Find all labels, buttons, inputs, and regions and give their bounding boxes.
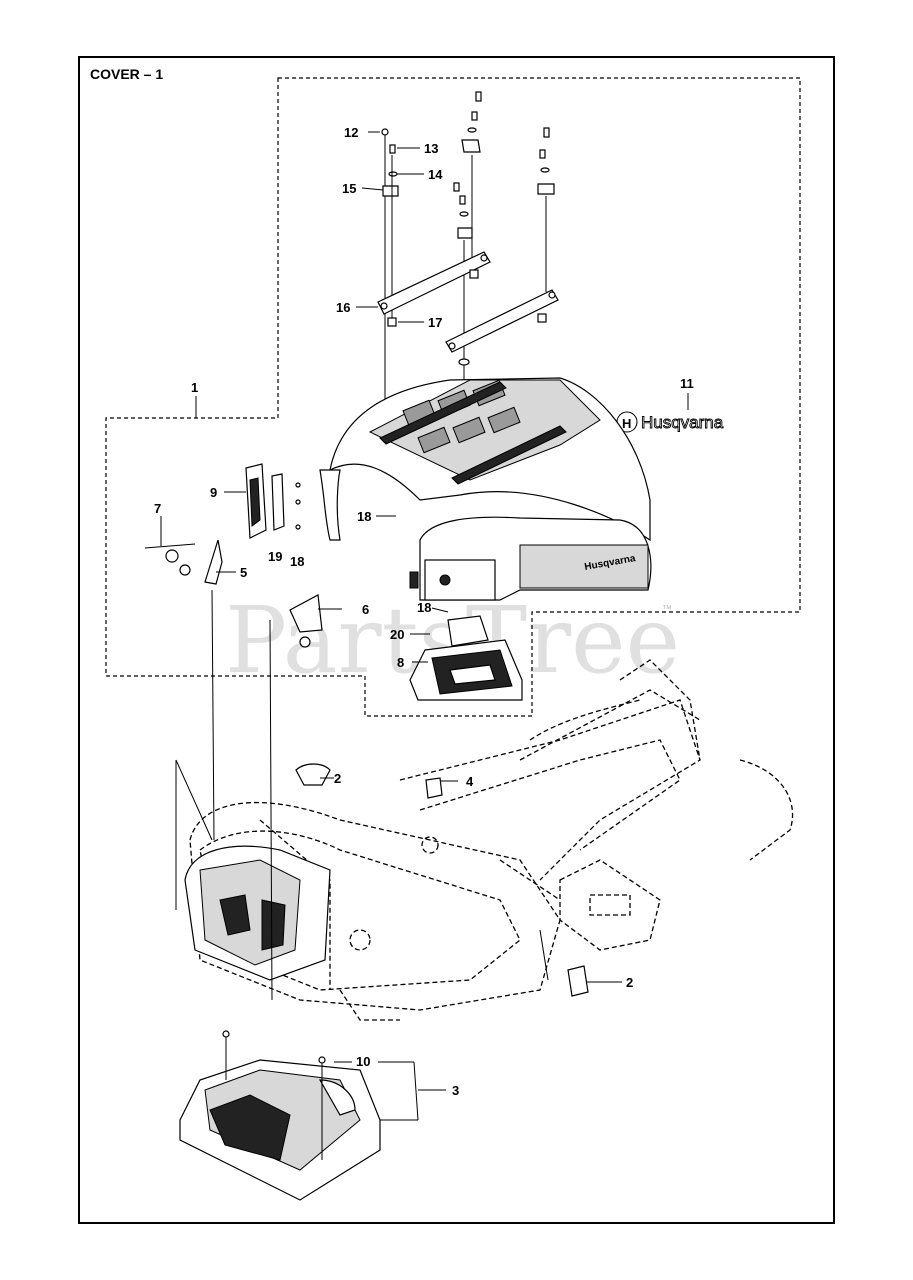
- callout-18c: 18: [417, 600, 431, 615]
- callout-16: 16: [336, 300, 350, 315]
- hood-top-cover: [319, 377, 651, 542]
- callout-19: 19: [268, 549, 282, 564]
- watermark-trademark: ™: [662, 604, 672, 615]
- diagram-title: COVER – 1: [90, 66, 164, 82]
- callout-18b: 18: [290, 554, 304, 569]
- clip-parts: [295, 763, 589, 997]
- callout-2: 2: [334, 771, 341, 786]
- front-grille: [184, 845, 331, 981]
- callout-11: 11: [680, 376, 694, 391]
- svg-text:H: H: [622, 416, 631, 431]
- rear-hood-cover: Husqvarna: [409, 516, 652, 701]
- callout-leaders: [160, 131, 689, 1121]
- callout-9: 9: [210, 485, 217, 500]
- callout-4: 4: [466, 774, 474, 789]
- husqvarna-logo: H Husqvarna: [616, 411, 724, 433]
- callout-6: 6: [362, 602, 369, 617]
- callout-14: 14: [428, 167, 443, 182]
- strap-bars: [377, 251, 559, 366]
- callout-20: 20: [390, 627, 404, 642]
- hardware-column-left: [381, 128, 399, 420]
- callout-7: 7: [154, 501, 161, 516]
- callout-8: 8: [397, 655, 404, 670]
- callout-12: 12: [344, 125, 358, 140]
- callout-1: 1: [191, 380, 198, 395]
- bottom-cover: [179, 1030, 381, 1201]
- callout-10: 10: [356, 1054, 370, 1069]
- side-brackets: [144, 463, 323, 648]
- diagram-frame: [78, 56, 835, 1224]
- brand-name: Husqvarna: [641, 413, 724, 432]
- assembly-boundary: [105, 77, 801, 717]
- callout-3: 3: [452, 1083, 459, 1098]
- callout-2b: 2: [626, 975, 633, 990]
- callout-labels: 1 2 2 3 4 5 6 7 8 9 10 11 12 13 14 15 16…: [154, 125, 694, 1098]
- callout-13: 13: [424, 141, 438, 156]
- callout-18a: 18: [357, 509, 371, 524]
- callout-17: 17: [428, 315, 442, 330]
- callout-5: 5: [240, 565, 247, 580]
- callout-15: 15: [342, 181, 356, 196]
